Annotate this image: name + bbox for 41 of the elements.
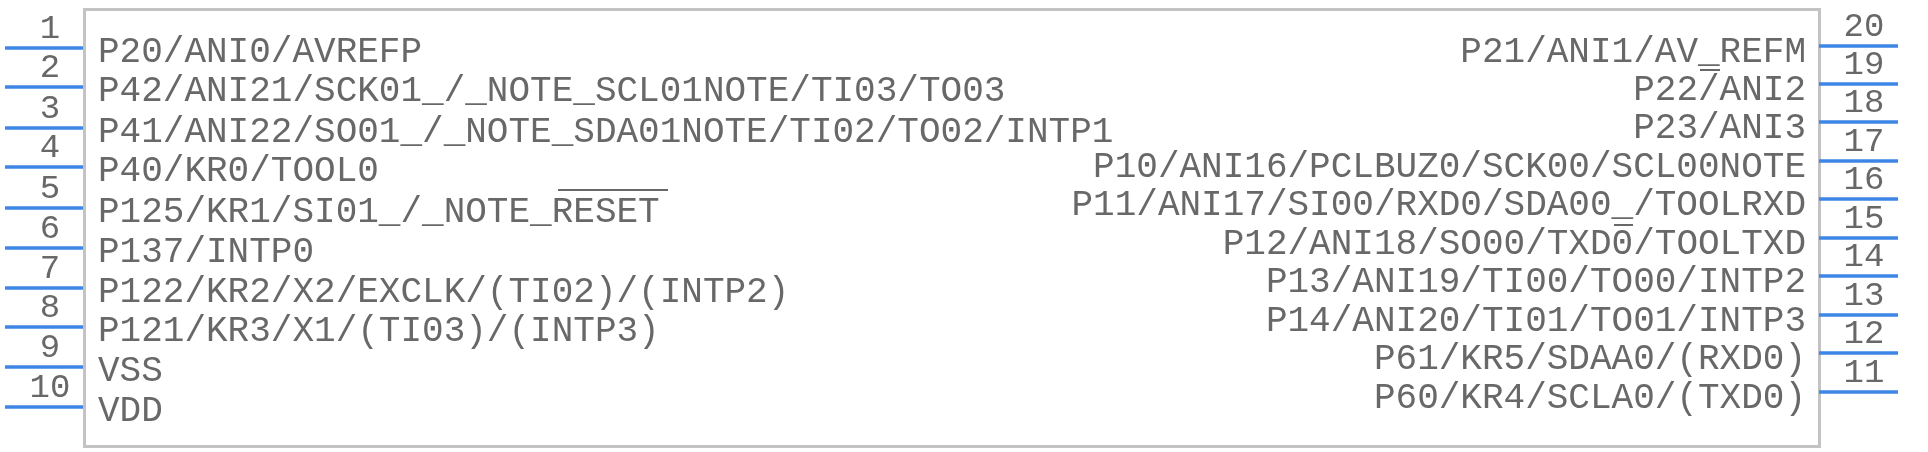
pin-name: P11/ANI17/SI00/RXD0/SDA00_/TOOLRXD — [1071, 188, 1806, 224]
pin-name: P14/ANI20/TI01/TO01/INTP3 — [1265, 304, 1806, 340]
pin-line — [5, 365, 83, 369]
pin-line — [1819, 236, 1898, 240]
pin-line — [1819, 351, 1898, 355]
pin-line — [5, 405, 83, 409]
pin-line — [5, 46, 83, 50]
pin-line — [5, 325, 83, 329]
pin-name: P60/KR4/SCLA0/(TXD0) — [1373, 381, 1806, 417]
pin-line — [5, 286, 83, 290]
ic-body — [83, 8, 1821, 448]
pin-name: P40/KR0/TOOL0 — [98, 154, 379, 190]
pin-line — [1819, 44, 1898, 48]
pin-name: P137/INTP0 — [98, 235, 315, 271]
pin-name: P41/ANI22/SO01_/_NOTE_SDA01NOTE/TI02/TO02/INTP1 — [98, 115, 1114, 151]
pin-line — [1819, 197, 1898, 201]
pin-name: VSS — [98, 354, 163, 390]
pin-name: P42/ANI21/SCK01_/_NOTE_SCL01NOTE/TI03/TO03 — [98, 74, 1006, 110]
pin-line — [1819, 120, 1898, 124]
pin-line — [1819, 82, 1898, 86]
pin-line — [1819, 274, 1898, 278]
pin-line — [5, 126, 83, 130]
pin-name: P23/ANI3 — [1633, 111, 1806, 147]
pin-name: P21/ANI1/AV_REFM — [1460, 35, 1806, 71]
pin-name: P22/ANI2 — [1633, 73, 1806, 109]
pin-name: P121/KR3/X1/(TI03)/(INTP3) — [98, 314, 660, 350]
pin-line — [1819, 390, 1898, 394]
pin-name: P12/ANI18/SO00/TXD0/TOOLTXD — [1222, 227, 1806, 263]
pin-line — [5, 165, 83, 169]
pin-name: P61/KR5/SDAA0/(RXD0) — [1373, 342, 1806, 378]
pin-name: P125/KR1/SI01_/_NOTE_RESET — [98, 195, 660, 231]
pin-line — [5, 246, 83, 250]
pin-line — [5, 85, 83, 89]
pin-name: P20/ANI0/AVREFP — [98, 35, 423, 71]
pin-line — [1819, 159, 1898, 163]
pin-name: P10/ANI16/PCLBUZ0/SCK00/SCL00NOTE — [1093, 150, 1806, 186]
pin-line — [1819, 313, 1898, 317]
pin-line — [5, 206, 83, 210]
pin-name: VDD — [98, 394, 163, 430]
pin-name: P122/KR2/X2/EXCLK/(TI02)/(INTP2) — [98, 275, 790, 311]
pin-name: P13/ANI19/TI00/TO00/INTP2 — [1265, 265, 1806, 301]
